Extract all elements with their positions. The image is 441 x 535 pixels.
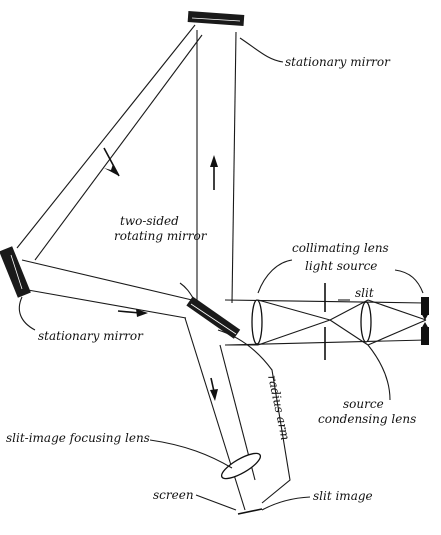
label-collimating-lens: collimating lens bbox=[292, 241, 389, 255]
beam-cross-1 bbox=[257, 299, 331, 321]
label-stationary-mirror-top: stationary mirror bbox=[285, 55, 391, 69]
screen-shape bbox=[237, 508, 263, 515]
beam-cross-3 bbox=[329, 299, 369, 321]
beam-top-down-right bbox=[231, 31, 237, 304]
beam-top-to-left-outer bbox=[16, 24, 196, 249]
light-paths bbox=[16, 24, 427, 511]
stationary-mirror-top bbox=[187, 11, 245, 26]
beam-source-upper bbox=[367, 299, 427, 321]
radius-arm-line bbox=[217, 329, 291, 504]
beam-left-to-rotating-upper bbox=[21, 259, 193, 301]
beam-cross-4 bbox=[329, 319, 369, 346]
beam-top-to-left-inner bbox=[34, 34, 203, 261]
label-condensing-lens: condensing lens bbox=[318, 412, 416, 426]
label-stationary-mirror-left: stationary mirror bbox=[38, 329, 144, 343]
source-condensing-lens-shape bbox=[360, 301, 372, 343]
arrow-up-head bbox=[210, 155, 218, 167]
leader-focusing-lens bbox=[149, 439, 233, 469]
arrow-diagonal-shaft bbox=[103, 147, 120, 177]
label-light-source: light source bbox=[305, 259, 377, 273]
leader-collimating-lens bbox=[257, 259, 293, 294]
label-two-sided: two-sided bbox=[120, 214, 179, 228]
arrow-diagonal-down bbox=[104, 164, 119, 176]
label-focusing-lens: slit-image focusing lens bbox=[6, 431, 150, 445]
leader-screen bbox=[195, 494, 237, 511]
arrow-right-head bbox=[136, 309, 148, 317]
two-sided-rotating-mirror bbox=[186, 296, 241, 339]
label-radius-arm: radius arm bbox=[265, 374, 292, 442]
leader-light-source bbox=[394, 269, 424, 294]
leader-stationary-mirror-left bbox=[18, 296, 36, 331]
label-slit-image: slit image bbox=[313, 489, 373, 503]
label-rotating-mirror: rotating mirror bbox=[114, 229, 208, 243]
labels: stationary mirror two-sided rotating mir… bbox=[6, 55, 416, 503]
beam-cross-2 bbox=[257, 319, 331, 346]
leader-lines bbox=[18, 37, 424, 511]
beam-down-left bbox=[184, 317, 246, 511]
arrow-right-shaft bbox=[117, 310, 141, 314]
direction-arrows bbox=[103, 147, 218, 401]
beam-left-to-rotating-lower bbox=[27, 289, 187, 319]
label-slit: slit bbox=[355, 286, 374, 300]
light-source-shape bbox=[421, 297, 429, 345]
focusing-lens-shape bbox=[220, 452, 262, 480]
leader-source-condensing bbox=[367, 344, 391, 401]
label-screen: screen bbox=[153, 488, 194, 502]
stationary-mirror-left bbox=[0, 246, 31, 298]
collimating-lens-shape bbox=[251, 299, 263, 345]
arrow-down-shaft bbox=[210, 377, 216, 397]
leader-slit-image bbox=[261, 496, 311, 511]
leader-rotating-mirror bbox=[179, 282, 199, 306]
leader-stationary-mirror-top bbox=[239, 37, 284, 63]
label-source: source bbox=[343, 397, 384, 411]
